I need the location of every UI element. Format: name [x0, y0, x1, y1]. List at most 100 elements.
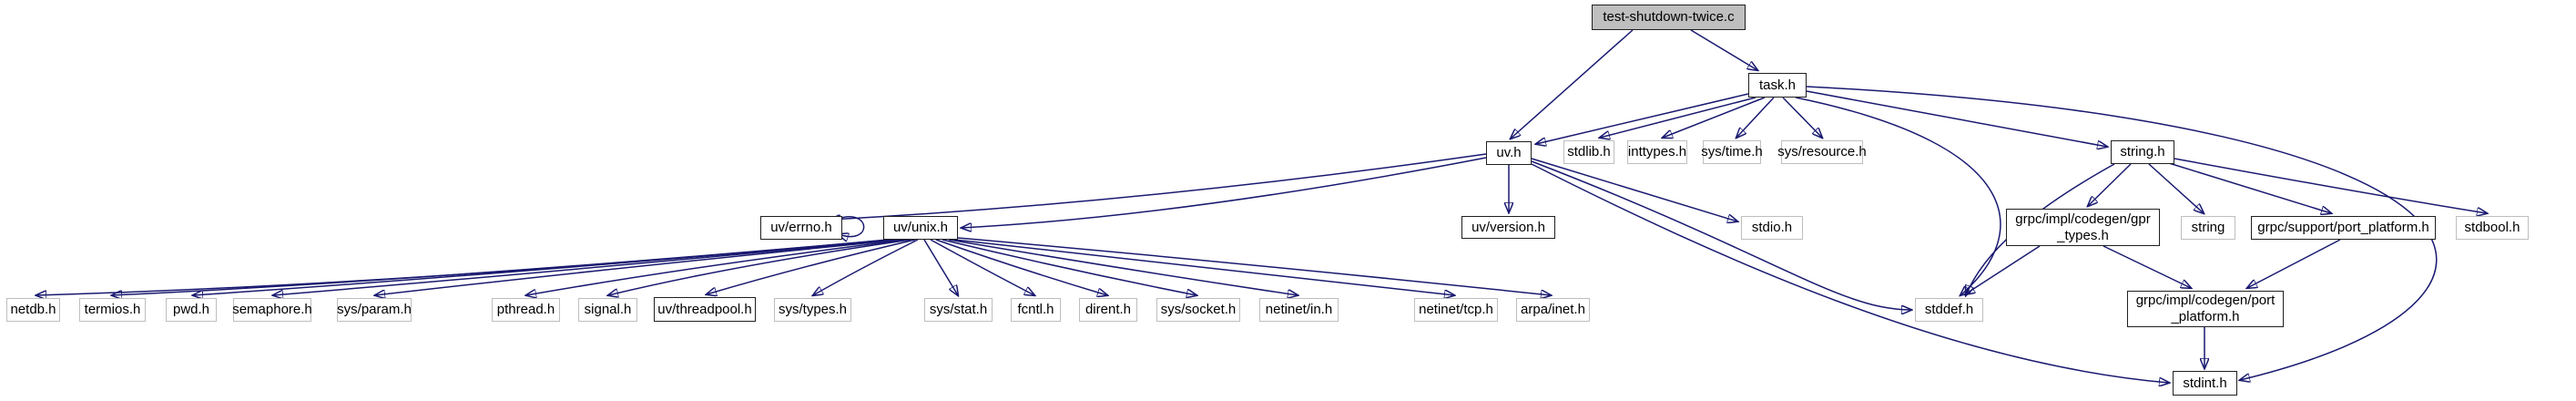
edge-uv_unix_h-to-termios_h	[112, 239, 891, 295]
edge-uv_unix_h-to-semaphore_h	[273, 239, 899, 295]
edge-task_h-to-sys_time_h	[1736, 97, 1775, 138]
node-label: string.h	[2120, 144, 2165, 159]
edge-uv_unix_h-to-uv_threadpool_h	[707, 239, 916, 294]
edge-string_h-to-string_cpp	[2148, 163, 2204, 213]
edge-uv_unix_h-to-pthread_h	[526, 239, 907, 295]
node-fcntl_h[interactable]: fcntl.h	[1011, 298, 1061, 322]
node-test_shutdown_twice_c[interactable]: test-shutdown-twice.c	[1592, 5, 1746, 30]
node-uv_version_h[interactable]: uv/version.h	[1461, 216, 1555, 239]
edge-task_h-to-inttypes_h	[1663, 97, 1766, 138]
node-uv_unix_h[interactable]: uv/unix.h	[883, 216, 958, 240]
edge-string_h-to-stdbool_h	[2174, 158, 2487, 213]
node-label: sys/types.h	[778, 302, 848, 317]
node-sys_stat_h[interactable]: sys/stat.h	[924, 298, 993, 322]
edge-uv_h-to-uv_errno_h	[830, 153, 1487, 220]
node-dirent_h[interactable]: dirent.h	[1079, 298, 1137, 322]
node-uv_h[interactable]: uv.h	[1486, 141, 1532, 165]
edge-uv_unix_h-to-fcntl_h	[930, 239, 1034, 295]
node-label: dirent.h	[1084, 302, 1132, 317]
edge-uv_unix_h-to-netinet_in_h	[948, 239, 1298, 295]
node-pwd_h[interactable]: pwd.h	[166, 298, 217, 322]
node-support_port_platform_h[interactable]: grpc/support/port_platform.h	[2251, 216, 2436, 240]
edge-gpr_types_h-to-stddef_h	[1965, 245, 2041, 294]
node-label: netdb.h	[10, 302, 56, 317]
edge-uv_h-to-stdio_h	[1531, 158, 1737, 221]
edge-task_h-to-stdlib_h	[1600, 97, 1756, 138]
node-label: grpc/impl/codegen/port _platform.h	[2135, 293, 2276, 324]
node-label: grpc/impl/codegen/gpr _types.h	[2015, 211, 2151, 243]
node-inttypes_h[interactable]: inttypes.h	[1627, 140, 1687, 164]
edge-uv_unix_h-to-sys_stat_h	[923, 239, 958, 295]
node-termios_h[interactable]: termios.h	[79, 298, 146, 322]
node-pthread_h[interactable]: pthread.h	[492, 298, 560, 322]
node-stddef_h[interactable]: stddef.h	[1915, 298, 1983, 322]
node-label: sys/stat.h	[929, 302, 988, 317]
node-label: task.h	[1758, 77, 1797, 93]
edge-uv_unix_h-to-sys_types_h	[813, 239, 919, 295]
node-stdbool_h[interactable]: stdbool.h	[2456, 216, 2529, 240]
node-stdio_h[interactable]: stdio.h	[1741, 216, 1803, 240]
node-label: stdlib.h	[1567, 144, 1611, 159]
node-sys_time_h[interactable]: sys/time.h	[1701, 140, 1763, 164]
edge-uv_unix_h-to-arpa_inet_h	[957, 237, 1551, 295]
node-label: sys/time.h	[1701, 144, 1763, 159]
node-label: string	[2191, 220, 2225, 235]
node-netinet_tcp_h[interactable]: netinet/tcp.h	[1414, 298, 1498, 322]
node-label: test-shutdown-twice.c	[1603, 9, 1735, 25]
node-label: uv/version.h	[1471, 219, 1545, 235]
node-sys_socket_h[interactable]: sys/socket.h	[1156, 298, 1240, 322]
node-task_h[interactable]: task.h	[1748, 73, 1807, 98]
node-sys_param_h[interactable]: sys/param.h	[337, 298, 412, 322]
node-label: stdint.h	[2183, 375, 2227, 391]
node-label: sys/param.h	[337, 302, 412, 317]
node-signal_h[interactable]: signal.h	[578, 298, 637, 322]
edge-uv_h-to-stdint_h	[1531, 163, 2169, 383]
edge-uv_h-to-stddef_h	[1531, 160, 1911, 310]
node-uv_threadpool_h[interactable]: uv/threadpool.h	[654, 297, 756, 322]
node-label: netinet/tcp.h	[1419, 302, 1493, 317]
node-label: uv/unix.h	[892, 220, 949, 235]
node-label: uv.h	[1496, 145, 1522, 160]
edge-support_port_platform_h-to-codegen_port_platform_h	[2247, 239, 2341, 288]
edge-uv_unix_h-to-netdb_h	[36, 239, 889, 295]
edge-uv_h-to-uv_unix_h	[962, 157, 1487, 228]
node-sys_resource_h[interactable]: sys/resource.h	[1777, 140, 1867, 164]
node-stdlib_h[interactable]: stdlib.h	[1563, 140, 1614, 164]
node-label: arpa/inet.h	[1521, 302, 1585, 317]
node-label: uv/errno.h	[770, 220, 832, 235]
edge-task_h-to-uv_h	[1536, 93, 1749, 144]
edge-string_h-to-support_port_platform_h	[2168, 162, 2331, 213]
node-string_h[interactable]: string.h	[2111, 140, 2174, 164]
edge-uv_unix_h-to-netinet_tcp_h	[953, 239, 1454, 295]
node-label: inttypes.h	[1627, 144, 1687, 159]
node-label: signal.h	[584, 302, 632, 317]
node-semaphore_h[interactable]: semaphore.h	[232, 298, 312, 322]
node-codegen_port_platform_h[interactable]: grpc/impl/codegen/port _platform.h	[2127, 291, 2284, 327]
node-gpr_types_h[interactable]: grpc/impl/codegen/gpr _types.h	[2006, 209, 2160, 246]
node-label: netinet/in.h	[1265, 302, 1333, 317]
edge-task_h-to-string_h	[1806, 90, 2107, 147]
node-label: stddef.h	[1924, 302, 1974, 317]
node-netinet_in_h[interactable]: netinet/in.h	[1259, 298, 1339, 322]
edge-uv_unix_h-to-dirent_h	[935, 239, 1107, 295]
edge-gpr_types_h-to-codegen_port_platform_h	[2103, 245, 2191, 288]
node-label: grpc/support/port_platform.h	[2257, 220, 2429, 235]
node-label: stdbool.h	[2464, 220, 2520, 235]
node-arpa_inet_h[interactable]: arpa/inet.h	[1516, 298, 1590, 322]
node-netdb_h[interactable]: netdb.h	[6, 298, 60, 322]
node-sys_types_h[interactable]: sys/types.h	[774, 298, 851, 322]
node-label: pthread.h	[496, 302, 555, 317]
node-string_cpp[interactable]: string	[2181, 216, 2235, 240]
node-stdint_h[interactable]: stdint.h	[2173, 371, 2237, 396]
edge-uv_unix_h-to-sys_socket_h	[942, 239, 1196, 295]
node-label: stdio.h	[1751, 220, 1793, 235]
node-label: termios.h	[84, 302, 141, 317]
node-uv_errno_h[interactable]: uv/errno.h	[760, 216, 842, 240]
edge-uv_unix_h-to-sys_param_h	[375, 239, 902, 295]
edge-uv_errno_h-to-uv_errno_h	[838, 216, 865, 237]
edge-uv_unix_h-to-pwd_h	[193, 239, 895, 295]
node-label: fcntl.h	[1017, 302, 1054, 317]
edge-test_shutdown_twice_c-to-uv_h	[1511, 29, 1634, 139]
